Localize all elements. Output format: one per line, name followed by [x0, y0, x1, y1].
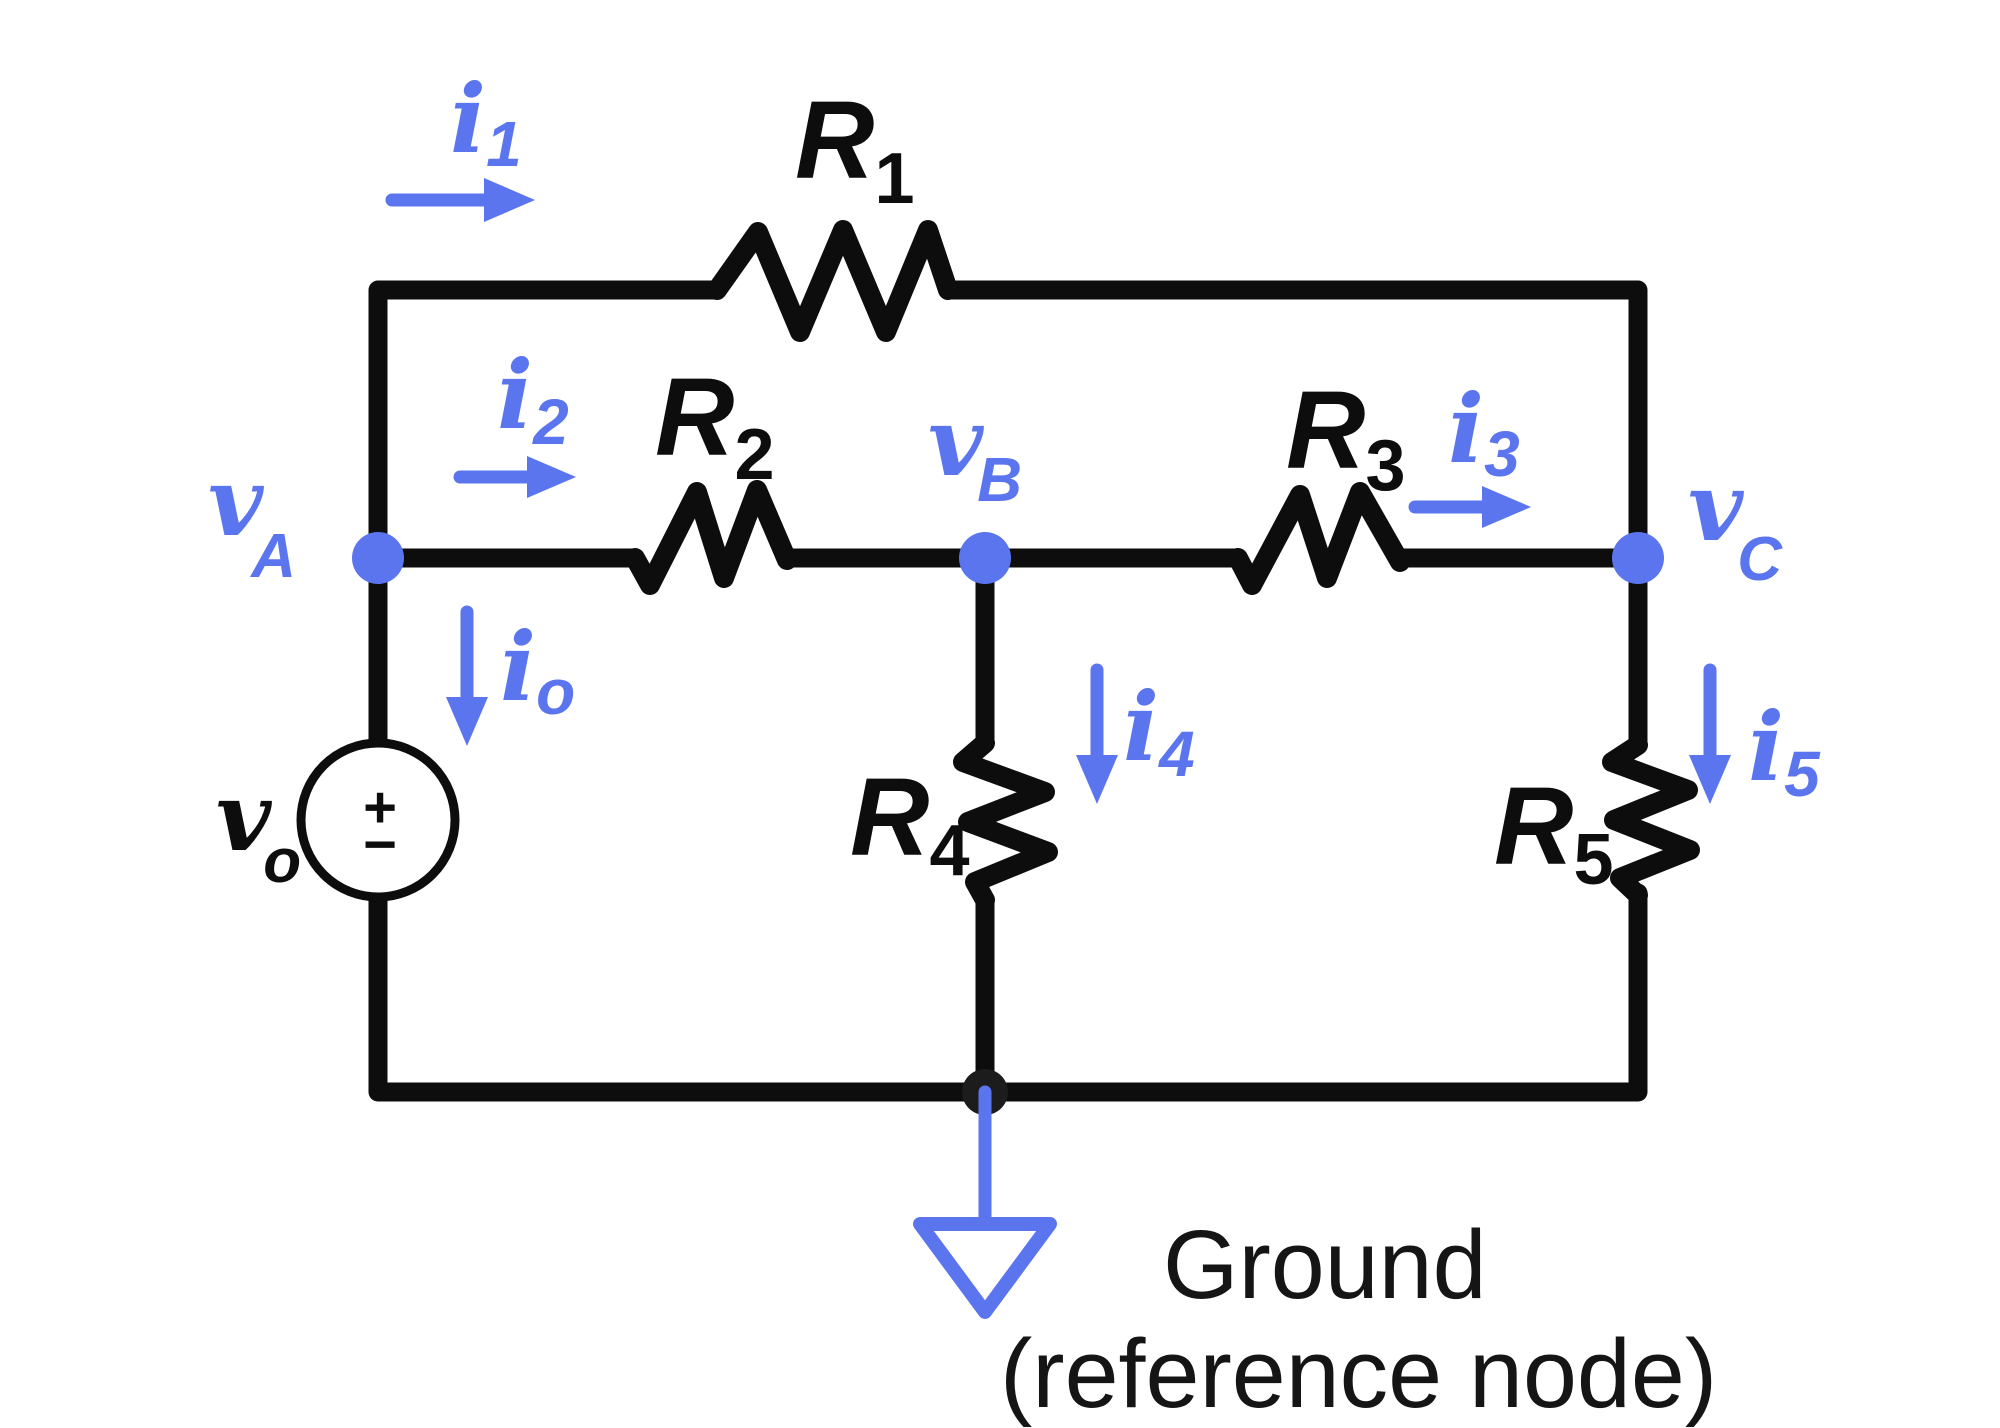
current-i2-label: i2 [497, 340, 569, 458]
current-i3-label: i3 [1448, 374, 1520, 490]
resistor-r3: R3 [1228, 369, 1410, 595]
node-vb-label: vB [928, 387, 1022, 515]
resistor-r5-symbol [1602, 735, 1700, 905]
ground-sublabel: (reference node) [1000, 1319, 1717, 1428]
resistor-r4: R4 [850, 733, 1058, 910]
current-i1: i1 [385, 64, 535, 222]
current-i2: i2 [453, 340, 576, 498]
resistor-r5-label: R5 [1494, 765, 1614, 900]
ground: Ground (reference node) [913, 1069, 1717, 1428]
resistor-r1: R1 [707, 79, 958, 342]
current-i3-arrowhead [1482, 486, 1531, 528]
current-i5: i5 [1689, 663, 1821, 810]
resistor-r1-label: R1 [795, 79, 915, 219]
voltage-source: + − vo [216, 738, 460, 902]
resistor-r1-symbol [707, 220, 958, 342]
resistor-r3-label: R3 [1286, 369, 1406, 506]
resistor-r2: R2 [625, 356, 797, 595]
wire-bottom-loop [368, 883, 1648, 1102]
resistor-r5: R5 [1494, 735, 1700, 905]
resistor-r2-label: R2 [655, 356, 775, 495]
ground-label: Ground [1163, 1210, 1487, 1319]
node-vb-dot [959, 532, 1011, 584]
resistor-r2-symbol [625, 480, 797, 595]
current-i5-arrowhead [1689, 755, 1731, 804]
current-i4: i4 [1076, 663, 1195, 804]
current-i4-label: i4 [1123, 672, 1195, 790]
resistor-r4-label: R4 [850, 756, 970, 891]
current-i1-label: i1 [450, 64, 522, 180]
plus-sign: + [363, 775, 397, 840]
current-i0: io [446, 605, 575, 746]
resistor-r4-symbol [953, 733, 1058, 910]
current-i3: i3 [1408, 374, 1531, 528]
ground-icon [913, 1217, 1057, 1319]
current-i5-label: i5 [1748, 692, 1821, 810]
voltage-source-icon [296, 738, 460, 902]
node-va-label: vA [208, 447, 296, 591]
voltage-source-label: vo [216, 762, 301, 896]
minus-sign: − [363, 812, 397, 877]
node-vc-label: vC [1688, 452, 1783, 594]
node-vb: vB [928, 387, 1022, 584]
current-i4-arrowhead [1076, 755, 1118, 804]
node-va: vA [208, 447, 404, 591]
current-i0-label: io [500, 612, 575, 728]
wire-top-right [938, 280, 1648, 755]
node-va-dot [352, 532, 404, 584]
current-i1-arrowhead [484, 178, 535, 222]
node-vc-dot [1612, 532, 1664, 584]
current-i2-arrowhead [527, 456, 576, 498]
wire-left-top [368, 280, 727, 755]
node-vc: vC [1612, 452, 1783, 594]
current-i0-arrowhead [446, 697, 488, 746]
resistor-r3-symbol [1228, 482, 1410, 595]
